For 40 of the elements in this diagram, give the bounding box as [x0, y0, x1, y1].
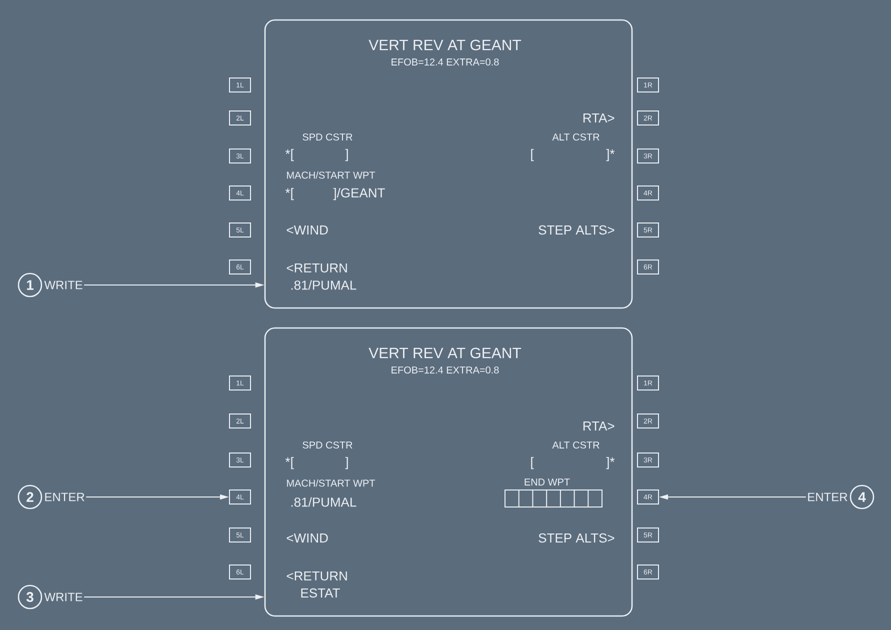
screen-text: VERT REV AT GEANT	[368, 40, 522, 50]
step-callout: 4	[850, 484, 874, 510]
step-label: ENTER	[45, 492, 84, 502]
step-callout: 2	[18, 484, 42, 510]
step-callout: 3	[18, 584, 42, 610]
screen-text: VERT REV AT GEANT	[368, 348, 522, 358]
screen-text: *[	[285, 148, 294, 162]
step-callout: 1	[18, 272, 42, 298]
screen-text: ]	[345, 456, 348, 470]
screen-text: STEP ALTS>	[538, 533, 614, 543]
screen-text: [	[531, 456, 534, 470]
screen-text: ]*	[606, 148, 615, 162]
screen-text: ALT CSTR	[552, 133, 600, 141]
screen-text: ALT CSTR	[552, 441, 600, 449]
screen-text: .81/PUMAL	[291, 497, 356, 507]
screen-text: RTA>	[583, 422, 614, 430]
screen-text: <WIND	[286, 534, 328, 542]
screen-text: SPD CSTR	[302, 133, 352, 141]
screen-text: EFOB=12.4 EXTRA=0.8	[392, 366, 499, 374]
step-label: WRITE	[44, 592, 82, 602]
screen-text: SPD CSTR	[302, 441, 352, 449]
screen-text: .81/PUMAL	[291, 280, 356, 290]
screen-text: RTA>	[583, 114, 614, 122]
screen-text: *[	[285, 188, 294, 200]
screen-text: ]*	[606, 456, 615, 470]
screen-text: [	[531, 148, 534, 162]
screen-text: MACH/START WPT	[287, 171, 376, 179]
step-label: WRITE	[44, 280, 82, 290]
screen-text: <WIND	[286, 226, 328, 234]
screen-text: MACH/START WPT	[287, 479, 376, 487]
screen-text: *[	[285, 456, 294, 470]
screen-text: EFOB=12.4 EXTRA=0.8	[392, 58, 499, 66]
screen-text: <RETURN	[286, 263, 347, 273]
screen-text: END WPT	[524, 478, 570, 486]
step-label: ENTER	[808, 492, 848, 502]
screen-text: ]/GEANT	[333, 188, 385, 200]
screen-text: STEP ALTS>	[538, 225, 614, 235]
screen-text: <RETURN	[286, 571, 347, 581]
screen-text: ]	[345, 148, 348, 162]
screen-text: ESTAT	[301, 588, 340, 598]
